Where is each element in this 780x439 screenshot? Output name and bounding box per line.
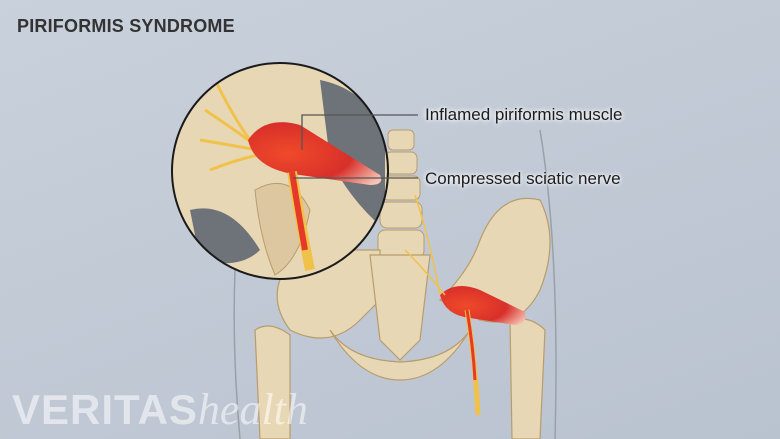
veritas-health-logo: VERITAShealth [12, 384, 308, 435]
spine [377, 129, 425, 259]
magnifier-ring [171, 62, 389, 280]
piriformis-muscle-body [440, 286, 526, 325]
body-outline-right [539, 129, 557, 439]
magnified-piriformis-muscle [248, 122, 382, 185]
body-outline-left [233, 269, 241, 439]
logo-suffix: health [197, 385, 308, 434]
page-title: PIRIFORMIS SYNDROME [17, 16, 235, 36]
nerve-label: Compressed sciatic nerve [425, 169, 621, 188]
logo-brand: VERITAS [12, 386, 198, 433]
magnified-sciatic-nerve [289, 171, 308, 251]
muscle-label: Inflamed piriformis muscle [425, 105, 623, 124]
magnified-view [172, 63, 388, 279]
muscle-callout-line [301, 114, 418, 150]
